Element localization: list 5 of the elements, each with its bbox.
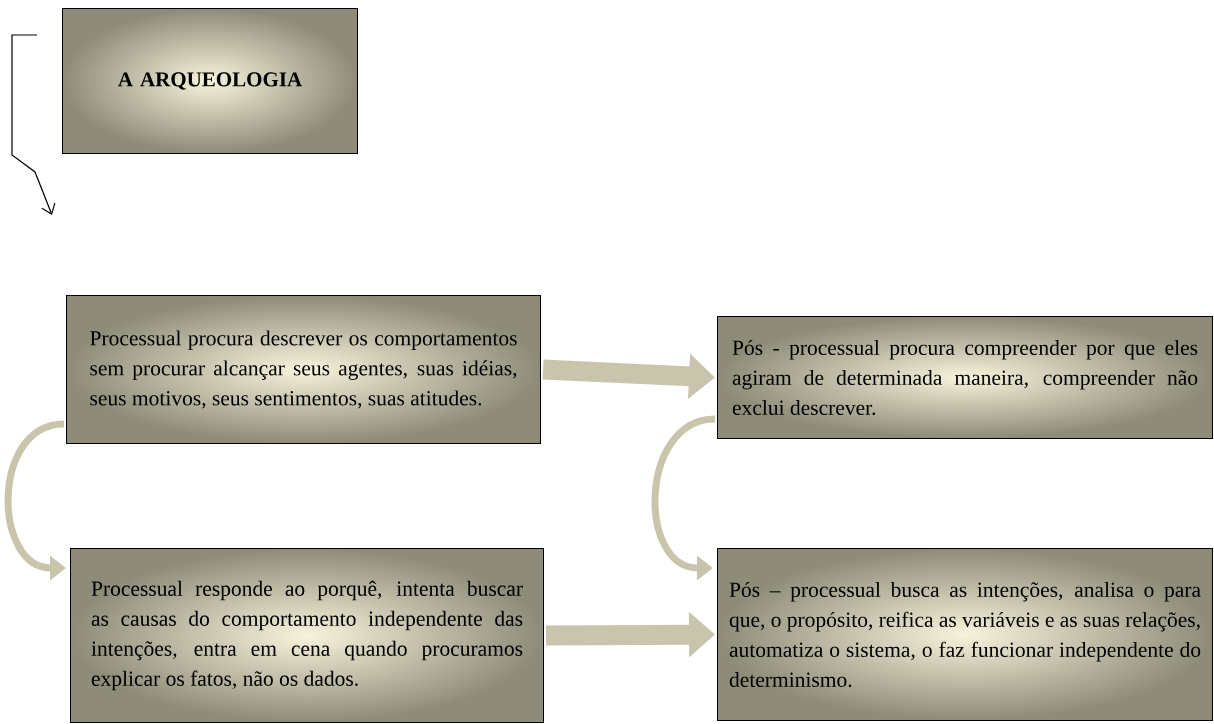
text-box: Processual procura descrever os comportamentos sem procurar alcançar seus agentes, suas idéias, seus motivos, seus sentimentos, suas atitudes. [66,295,541,444]
text-box: Processual responde ao porquê, intenta buscar as causas do comportamento independente das intenções, entra em cena quando procuramos explicar os fatos, não os dados. [70,548,544,723]
text-box: Pós - processual procura compreender por que eles agiram de determinada maneira, compreender não exclui descrever. [717,316,1213,439]
text-box: Pós – processual busca as intenções, analisa o para que, o propósito, reifica as variáveis e as suas relações, automatiza o sistema, o faz funcionar independente do determinismo. [717,548,1213,721]
title-box: A ARQUEOLOGIA [62,8,358,154]
